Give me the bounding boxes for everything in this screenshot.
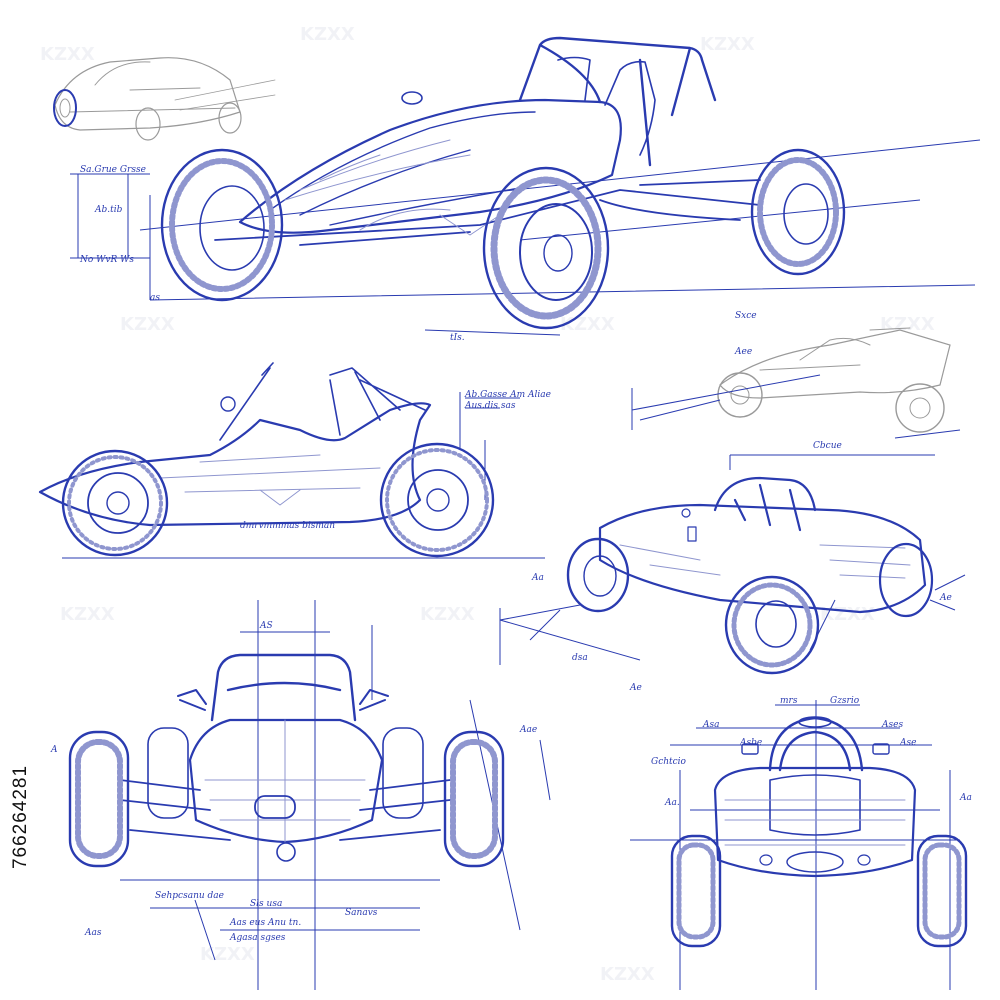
wheel (750, 148, 846, 276)
svg-text:No WvR Ws: No WvR Ws (79, 255, 134, 265)
svg-text:KZXX: KZXX (700, 34, 755, 55)
svg-text:KZXX: KZXX (300, 24, 355, 45)
svg-text:KZXX: KZXX (120, 314, 175, 335)
svg-text:Asa: Asa (702, 720, 719, 730)
svg-text:Aee: Aee (734, 347, 752, 357)
wheel (68, 730, 130, 868)
wheel (53, 89, 77, 127)
thumbnail-sketch-top-left (53, 57, 276, 141)
svg-text:KZXX: KZXX (560, 314, 615, 335)
svg-text:Asbe: Asbe (739, 738, 762, 748)
svg-text:Aae: Aae (519, 725, 537, 735)
svg-text:Sxce: Sxce (735, 311, 757, 321)
dimension-annotations: AS A Sehpcsanu dae Sls usa Aas eus Anu t… (50, 621, 537, 943)
svg-text:Sanavs: Sanavs (345, 908, 378, 918)
dimension-annotations: Sa.Grue Grsse Ab.tib No WvR Ws as tIs. S… (79, 165, 757, 343)
svg-text:Aus.dis sas: Aus.dis sas (464, 401, 516, 411)
wheel (916, 834, 968, 948)
wheel (61, 449, 169, 557)
svg-text:Ab.tib: Ab.tib (94, 205, 123, 215)
svg-text:dmrvmmmas bisman: dmrvmmmas bisman (240, 521, 335, 531)
svg-text:Gzsrio: Gzsrio (830, 696, 860, 706)
svg-text:Sa.Grue Grsse: Sa.Grue Grsse (80, 165, 146, 175)
side-elevation-view: Ab.Gasse Am Aliae Aus.dis sas dmrvmmmas … (38, 362, 551, 559)
dimension-annotations: Cbcue Aa dsa Ae Ae (531, 441, 952, 693)
svg-text:Aa.: Aa. (664, 798, 680, 808)
svg-text:mrs: mrs (780, 696, 798, 706)
wheel (160, 148, 284, 302)
svg-text:Aa: Aa (959, 793, 972, 803)
svg-text:A: A (50, 745, 58, 755)
svg-text:Ae: Ae (939, 593, 952, 603)
front-elevation-view: AS A Sehpcsanu dae Sls usa Aas eus Anu t… (50, 600, 551, 990)
svg-text:Agasa sgses: Agasa sgses (229, 933, 286, 943)
wheel (566, 537, 630, 613)
dimension-annotations: Ab.Gasse Am Aliae Aus.dis sas dmrvmmmas … (240, 390, 551, 531)
wheel (443, 730, 505, 868)
wheel (379, 442, 495, 558)
svg-text:AS: AS (259, 621, 273, 631)
svg-text:Ae: Ae (629, 683, 642, 693)
svg-text:KZXX: KZXX (600, 964, 655, 985)
perspective-front-three-quarter-view: Sa.Grue Grsse Ab.tib No WvR Ws as tIs. S… (70, 36, 981, 343)
stock-image-id: 766264281 (8, 752, 34, 882)
wheel (670, 834, 722, 948)
svg-text:Ab.Gasse Am Aliae: Ab.Gasse Am Aliae (464, 390, 551, 400)
svg-text:Aas eus Anu tn.: Aas eus Anu tn. (229, 918, 301, 928)
perspective-rear-three-quarter-view: Cbcue Aa dsa Ae Ae (499, 441, 966, 693)
svg-text:KZXX: KZXX (880, 314, 935, 335)
svg-text:dsa: dsa (572, 653, 588, 663)
rear-elevation-view: Gchtcio Aa. Asa mrs Gzsrio Ases Asbe Ase… (630, 696, 972, 990)
thumbnail-sketch-right: Aee (631, 327, 961, 439)
svg-text:Sls usa: Sls usa (250, 899, 282, 909)
svg-text:KZXX: KZXX (60, 604, 115, 625)
dimension-annotations: Gchtcio Aa. Asa mrs Gzsrio Ases Asbe Ase… (651, 696, 972, 808)
svg-text:Aas: Aas (84, 928, 102, 938)
wheel (878, 542, 934, 618)
wheel (482, 166, 610, 330)
svg-text:as: as (150, 293, 160, 303)
svg-text:Gchtcio: Gchtcio (651, 757, 687, 767)
svg-text:KZXX: KZXX (200, 944, 255, 965)
svg-text:Ase: Ase (899, 738, 916, 748)
svg-text:Sehpcsanu dae: Sehpcsanu dae (155, 891, 224, 901)
svg-text:KZXX: KZXX (420, 604, 475, 625)
svg-text:tIs.: tIs. (450, 333, 465, 343)
stock-image-id-text: 766264281 (10, 764, 32, 870)
svg-text:KZXX: KZXX (40, 44, 95, 65)
svg-text:Ases: Ases (881, 720, 903, 730)
wheel (724, 575, 820, 675)
svg-text:Cbcue: Cbcue (813, 441, 842, 451)
svg-text:Aa: Aa (531, 573, 544, 583)
